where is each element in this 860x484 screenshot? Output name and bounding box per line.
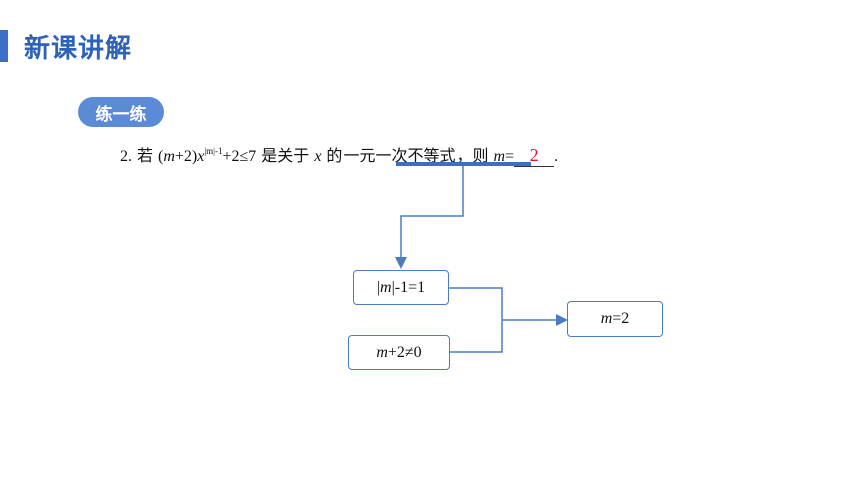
- question-text-mid: 是关于: [261, 146, 310, 165]
- practice-badge-label: 练一练: [95, 104, 147, 125]
- practice-badge: 练一练: [78, 97, 164, 127]
- header-accent-bar: [0, 30, 8, 62]
- expr-m: m: [163, 148, 175, 165]
- answer-blank: 2: [514, 145, 555, 167]
- expr-open: (: [158, 148, 164, 165]
- page-title: 新课讲解: [24, 34, 133, 64]
- expr-exponent: |m|-1: [204, 146, 223, 156]
- answer-value: 2: [529, 145, 539, 165]
- merge-line-top: [449, 287, 503, 353]
- abs-rest: |-1=1: [391, 278, 426, 296]
- var-x: x: [314, 148, 322, 165]
- abs-left-bar: |: [376, 278, 381, 296]
- ineq-rest: +2≠0: [387, 343, 422, 361]
- equals-sign: =: [505, 148, 515, 165]
- question-number: 2.: [120, 148, 132, 165]
- result-var-m: m: [600, 310, 613, 327]
- question-text-de: 的: [326, 146, 343, 165]
- question-prefix: 若: [137, 146, 154, 165]
- abs-equation-box: |m|-1=1: [353, 270, 449, 305]
- ineq-var-m: m: [376, 343, 388, 361]
- period: .: [554, 148, 559, 165]
- question-text-then: ，则: [456, 146, 489, 165]
- result-box: m=2: [567, 301, 663, 337]
- abs-var-m: m: [380, 278, 392, 296]
- down-arrow-line: [395, 166, 464, 269]
- expr-x: x: [197, 148, 205, 165]
- expr-rest: +2≤7: [222, 148, 257, 165]
- emphasized-term: 一元一次不等式: [343, 146, 456, 165]
- question-line: 2. 若 (m+2)x|m|-1+2≤7 是关于 x 的 一元一次不等式 ，则 …: [120, 142, 559, 167]
- result-rest: =2: [612, 310, 630, 327]
- inequality-box: m+2≠0: [348, 335, 450, 370]
- var-m: m: [493, 148, 506, 165]
- expr-plus2: +2): [174, 148, 198, 165]
